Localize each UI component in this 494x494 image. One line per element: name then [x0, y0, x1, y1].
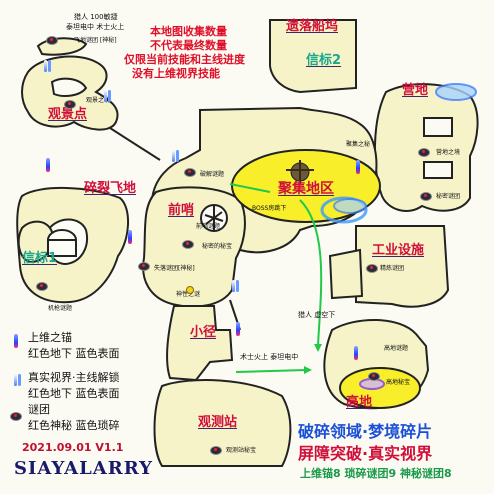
legend-vision-title: 真实视界·主线解锁: [28, 371, 120, 384]
label-camp-secret: 秘密谜团: [436, 193, 461, 200]
puzzle-marker-icon[interactable]: [184, 168, 196, 177]
anchor-marker-icon[interactable]: [356, 160, 360, 174]
label-titan-top: 泰坦电中 术士火上: [66, 23, 125, 31]
region-beacon1: 信标1: [22, 251, 58, 266]
note-line-2: 不代表最终数量: [150, 39, 227, 52]
puzzle-marker-icon[interactable]: [138, 262, 150, 271]
note-line-4: 没有上维视界技能: [132, 67, 220, 80]
label-gathering-secret: 聚集之秘: [346, 141, 371, 148]
region-observation-point: 观景点: [48, 107, 88, 122]
label-vantage: 观景之境: [86, 97, 111, 104]
region-outpost: 前哨: [168, 203, 195, 218]
puzzle-marker-icon[interactable]: [418, 148, 430, 157]
pin-marker-icon[interactable]: [186, 286, 194, 294]
puzzle-marker-icon[interactable]: [64, 100, 76, 109]
label-lost-riddle: 失落谜团[神秘]: [154, 265, 195, 272]
region-gathering-zone: 聚集地区: [278, 181, 334, 197]
label-observation-bottom: 观测站秘宝: [226, 447, 257, 454]
puzzle-marker-icon[interactable]: [420, 192, 432, 201]
region-observatory: 观测站: [198, 415, 238, 430]
label-riddle-gate: 破解谜题: [200, 171, 225, 178]
label-industrial-puzzle: 精炼谜团: [380, 265, 405, 272]
note-line-1: 本地图收集数量: [150, 25, 227, 38]
vision-marker-icon[interactable]: [104, 90, 107, 102]
puzzle-marker-icon[interactable]: [46, 36, 58, 45]
legend-puzzle-icon: [10, 412, 22, 421]
legend-vision-desc: 红色地下 蓝色表面: [28, 387, 120, 400]
label-highland-a: 高地谜题: [384, 345, 409, 352]
puzzle-marker-icon[interactable]: [368, 372, 380, 381]
region-shattered-flight: 碎裂飞地: [84, 181, 137, 196]
legend-anchor-icon: [14, 334, 18, 348]
vision-marker-icon[interactable]: [172, 150, 175, 162]
label-mysterious-secret: 秘密的秘宝: [202, 243, 233, 250]
brand-logo: SIAYALARRY: [14, 458, 153, 479]
collection-counts: 上维锚8 琐碎谜团9 神秘谜团8: [300, 467, 452, 480]
legend-anchor-title: 上维之锚: [28, 331, 72, 344]
label-warlock-bottom: 术士火上 泰坦电中: [240, 353, 299, 361]
note-line-3: 仅限当前技能和主线进度: [124, 53, 245, 66]
region-camp: 营地: [402, 83, 429, 98]
region-industrial: 工业设施: [372, 243, 425, 258]
legend-anchor-desc: 红色地下 蓝色表面: [28, 347, 120, 360]
region-trail: 小径: [190, 325, 217, 340]
label-hunter-top: 猎人 100敏捷: [74, 13, 118, 21]
label-boss-under: BOSS房跳下: [252, 205, 287, 212]
label-beacon1-note: 机枪谜题: [48, 305, 73, 312]
puzzle-marker-icon[interactable]: [366, 264, 378, 273]
version-date: 2021.09.01 V1.1: [22, 441, 124, 454]
legend-puzzle-desc: 红色神秘 蓝色琐碎: [28, 419, 120, 432]
puzzle-marker-icon[interactable]: [182, 240, 194, 249]
title-line-1: 破碎领域·梦境碎片: [298, 422, 433, 441]
title-line-2: 屏障突破·真实视界: [298, 444, 433, 463]
label-camp-riddle: 营地之境: [436, 149, 461, 156]
puzzle-marker-icon[interactable]: [36, 282, 48, 291]
label-highland-b: 高地秘宝: [386, 379, 411, 386]
region-highland: 高地: [346, 395, 373, 410]
anchor-marker-icon[interactable]: [354, 346, 358, 360]
region-beacon2: 信标2: [306, 53, 342, 68]
label-hunter-bottom: 猎人 虚空下: [298, 311, 336, 319]
region-lost-stronghold: 遗落船坞: [286, 19, 339, 34]
label-outpost-top: 前哨谜题: [196, 223, 221, 230]
vision-marker-icon[interactable]: [44, 60, 47, 72]
puzzle-marker-icon[interactable]: [210, 446, 222, 455]
anchor-marker-icon[interactable]: [46, 158, 50, 172]
legend-puzzle-title: 谜团: [28, 403, 50, 416]
legend-vision-icon: [14, 374, 17, 386]
anchor-marker-icon[interactable]: [236, 322, 240, 336]
label-flight-puzzle: 飞地谜团 [神秘]: [74, 37, 117, 44]
label-trail-note: 神性之谜: [176, 291, 201, 298]
anchor-marker-icon[interactable]: [128, 230, 132, 244]
vision-marker-icon[interactable]: [232, 280, 235, 292]
